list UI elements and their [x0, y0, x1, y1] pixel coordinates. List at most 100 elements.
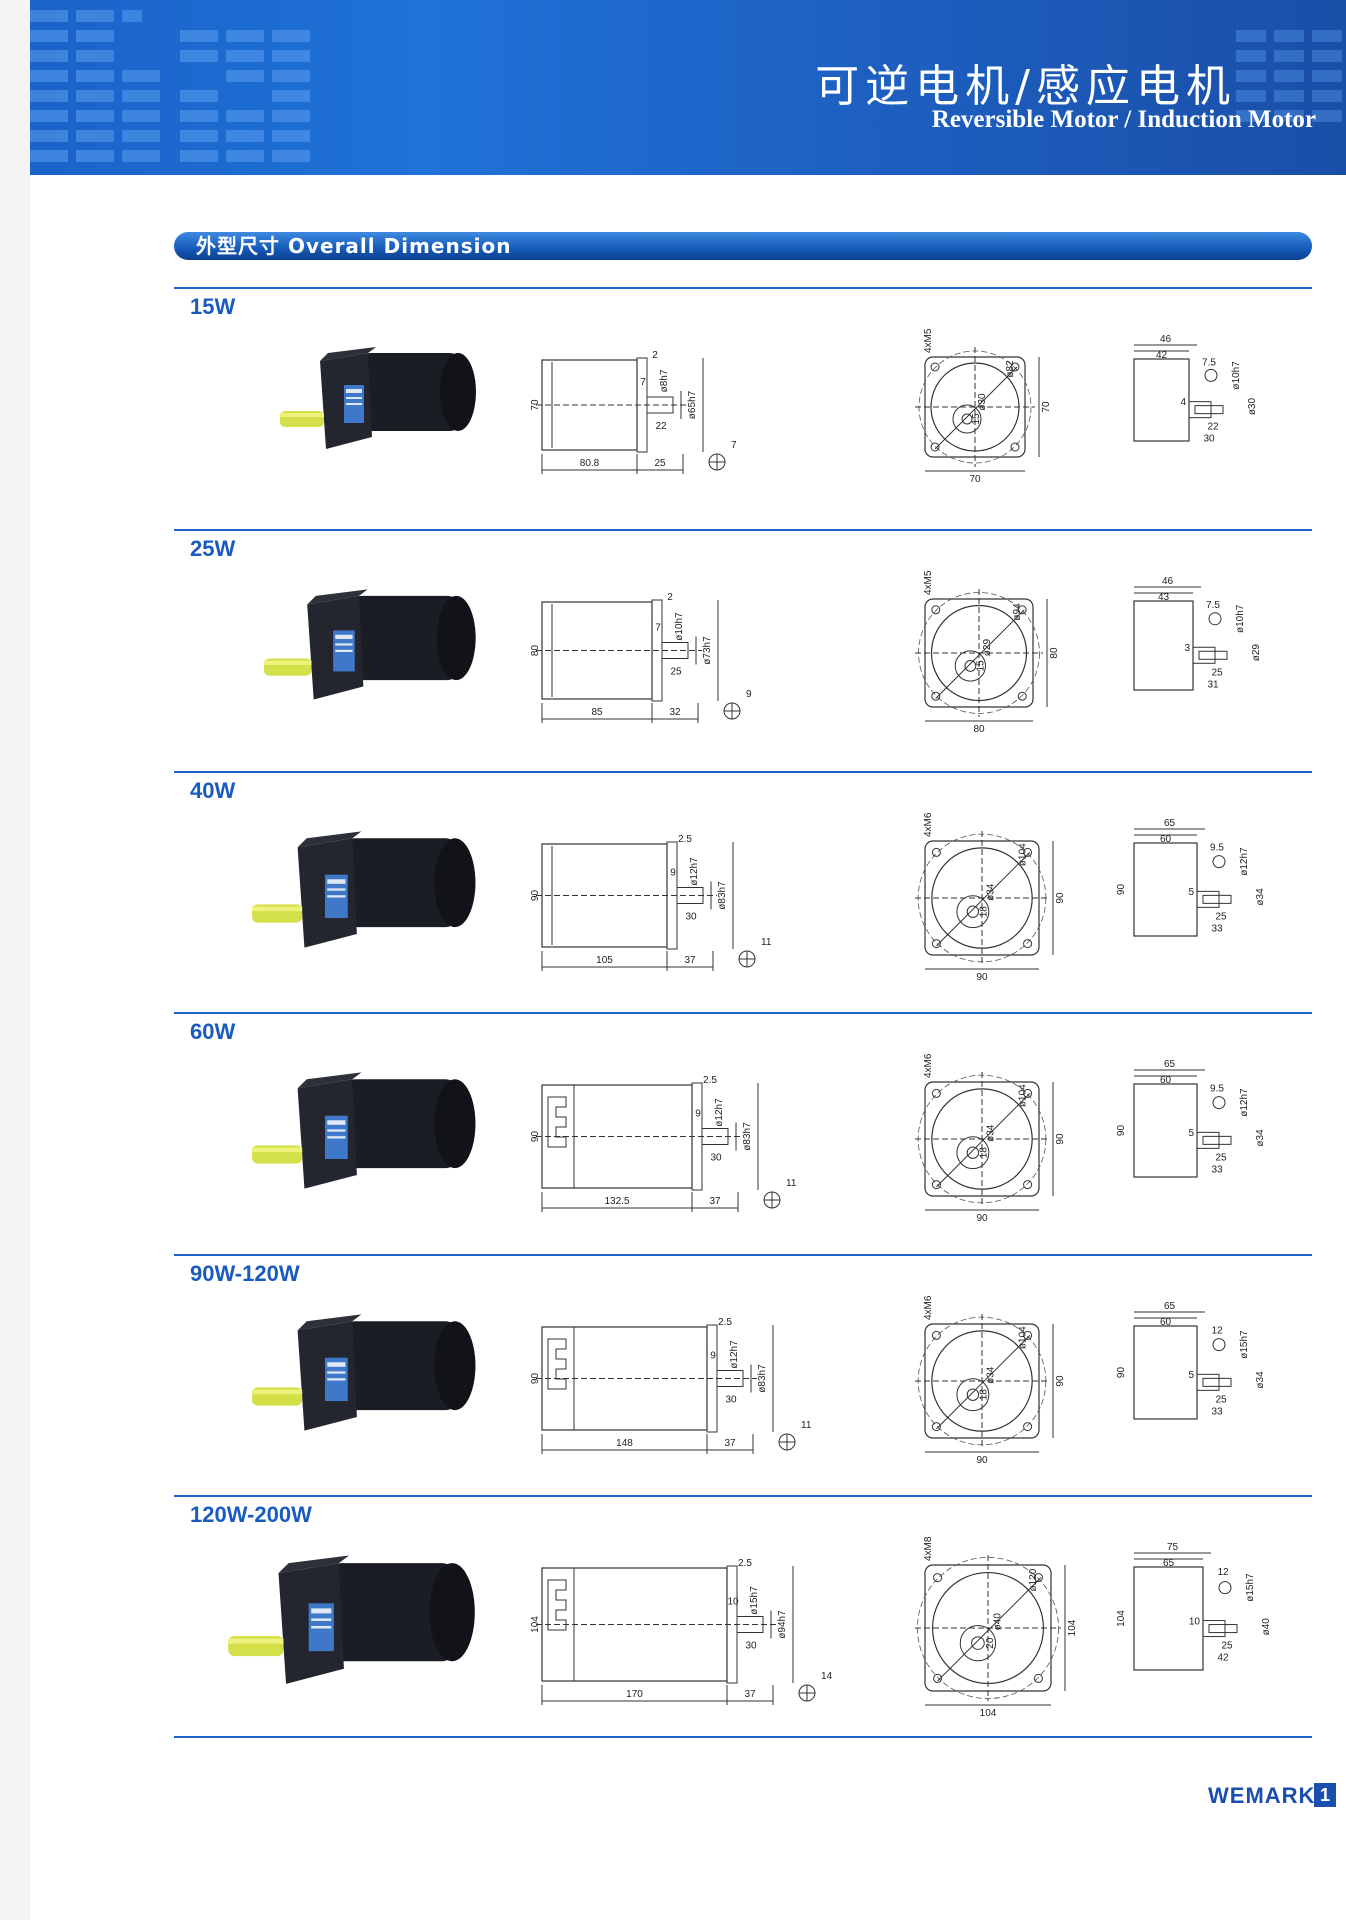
dim-boss-diameter: ø73h7: [702, 636, 713, 665]
dim-front-boss: ø34: [985, 1124, 996, 1142]
dim-boss-diameter: ø65h7: [687, 390, 698, 419]
dim-key-length: 25: [670, 667, 682, 678]
dim-end-key: 22: [1207, 422, 1219, 433]
motor-photo: [228, 1555, 475, 1684]
dim-end-shaft-offset: 12: [1211, 1325, 1223, 1336]
dim-end-length: 33: [1211, 1406, 1223, 1417]
section-title: 外型尺寸 Overall Dimension: [196, 234, 512, 258]
dim-end-step: 3: [1184, 643, 1190, 654]
dim-body-length: 170: [626, 1689, 643, 1700]
title-english: Reversible Motor / Induction Motor: [931, 106, 1316, 133]
dim-height: 90: [530, 1373, 541, 1385]
dim-front-height: 90: [1055, 892, 1066, 904]
dim-key-section: 11: [786, 1178, 797, 1189]
dim-shaft-offset: 18: [979, 1147, 990, 1159]
dim-end-step: 10: [1189, 1617, 1201, 1628]
dim-end-step: 5: [1188, 1370, 1194, 1381]
dim-key-section: 11: [801, 1420, 812, 1431]
dim-end-shaft-diameter: ø12h7: [1239, 1088, 1250, 1117]
dim-body-length: 105: [596, 955, 613, 966]
motor-power-label: 90W-120W: [190, 1261, 300, 1286]
row-divider: [174, 1254, 1312, 1256]
dim-end-total: 65: [1164, 1059, 1176, 1070]
row-divider: [174, 529, 1312, 531]
dim-boss-diameter: ø94h7: [777, 1610, 788, 1639]
dim-height: 80: [530, 645, 541, 657]
dim-body-length: 80.8: [580, 458, 600, 469]
dim-pitch-circle: ø104: [1017, 1084, 1028, 1107]
dim-end-key: 25: [1215, 1394, 1227, 1405]
dim-pitch-circle: ø104: [1017, 843, 1028, 866]
dim-end-shaft-offset: 7.5: [1206, 600, 1220, 611]
page-number: 1: [1314, 1783, 1336, 1807]
dim-step: 2.5: [718, 1317, 732, 1328]
header-grid-decoration-right: [1236, 30, 1342, 122]
row-divider: [174, 287, 1312, 289]
dim-end-total: 46: [1162, 576, 1174, 587]
row-divider: [174, 771, 1312, 773]
dim-end-body: 60: [1160, 1317, 1172, 1328]
dim-end-height: 90: [1116, 884, 1127, 896]
dim-shaft-length: 32: [669, 707, 681, 718]
dim-shaft-length: 25: [654, 458, 666, 469]
dim-front-width: 104: [980, 1708, 997, 1719]
dim-mount-holes: 4xM6: [923, 1295, 934, 1320]
dim-shaft-offset: 15: [971, 413, 982, 425]
row-divider: [174, 1736, 1312, 1738]
dim-front-width: 90: [976, 1213, 988, 1224]
motor-power-label: 60W: [190, 1019, 236, 1044]
key-section-symbol: 11: [778, 1420, 812, 1451]
dim-shaft-diameter: ø12h7: [729, 1340, 740, 1369]
dim-end-length: 33: [1211, 923, 1223, 934]
dim-front-width: 90: [976, 1455, 988, 1466]
dim-pitch-circle: ø82: [1005, 360, 1016, 378]
dim-end-total: 65: [1164, 1301, 1176, 1312]
dim-body-length: 148: [616, 1438, 633, 1449]
key-section-symbol: 14: [798, 1671, 833, 1702]
dim-end-length: 33: [1211, 1164, 1223, 1175]
dim-end-length: 42: [1217, 1653, 1229, 1664]
dim-end-boss: ø29: [1251, 644, 1262, 662]
dim-front-boss: ø34: [985, 883, 996, 901]
dim-end-body: 65: [1163, 1558, 1175, 1569]
dim-mount-holes: 4xM8: [923, 1536, 934, 1561]
dim-key-length: 22: [655, 421, 667, 432]
dim-flange: 9: [670, 868, 676, 879]
motor-photo: [252, 831, 476, 948]
dim-end-total: 75: [1167, 1542, 1179, 1553]
dim-mount-holes: 4xM5: [923, 328, 934, 353]
dim-end-shaft-offset: 12: [1217, 1567, 1229, 1578]
dim-end-height: 104: [1116, 1610, 1127, 1627]
dim-end-boss: ø34: [1255, 888, 1266, 906]
dim-flange: 9: [710, 1351, 716, 1362]
dim-pitch-circle: ø104: [1017, 1326, 1028, 1349]
dim-body-length: 132.5: [604, 1196, 629, 1207]
dim-end-shaft-offset: 9.5: [1210, 842, 1224, 853]
dim-end-total: 65: [1164, 818, 1176, 829]
dim-height: 104: [530, 1616, 541, 1633]
row-divider: [174, 1495, 1312, 1497]
row-divider: [174, 1012, 1312, 1014]
dim-end-body: 60: [1160, 1075, 1172, 1086]
dim-end-key: 25: [1211, 667, 1223, 678]
dim-step: 2.5: [738, 1558, 752, 1569]
dim-front-height: 90: [1055, 1375, 1066, 1387]
dim-end-shaft-offset: 9.5: [1210, 1083, 1224, 1094]
dim-mount-holes: 4xM6: [923, 812, 934, 837]
dim-shaft-diameter: ø12h7: [689, 857, 700, 886]
